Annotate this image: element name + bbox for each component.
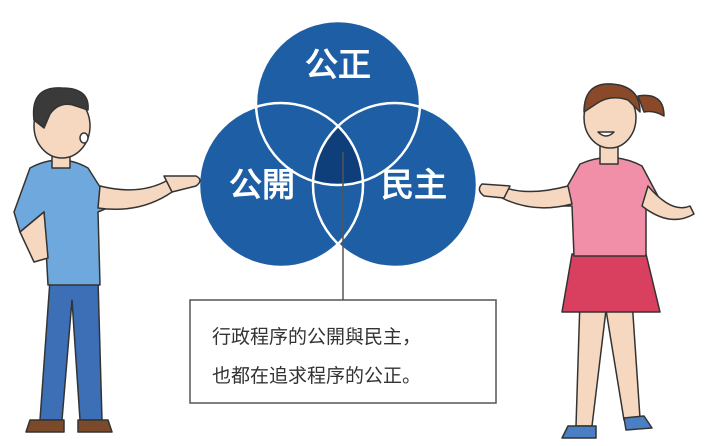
caption-line-2: 也都在追求程序的公正。	[212, 365, 421, 387]
venn-label-top: 公正	[305, 45, 371, 84]
venn-outline-top	[254, 19, 422, 187]
venn-label-right: 民主	[381, 165, 447, 204]
venn-label-left: 公開	[229, 165, 295, 204]
caption-line-1: 行政程序的公開與民主，	[212, 326, 421, 348]
venn-diagram: 公正 公開 民主	[197, 19, 479, 269]
venn-outline-left	[197, 101, 365, 269]
woman-figure	[478, 83, 695, 439]
caption-box: 行政程序的公開與民主， 也都在追求程序的公正。	[189, 299, 497, 404]
venn-outline-right	[311, 101, 479, 269]
man-figure	[13, 87, 201, 433]
venn-circle-top	[256, 21, 420, 185]
